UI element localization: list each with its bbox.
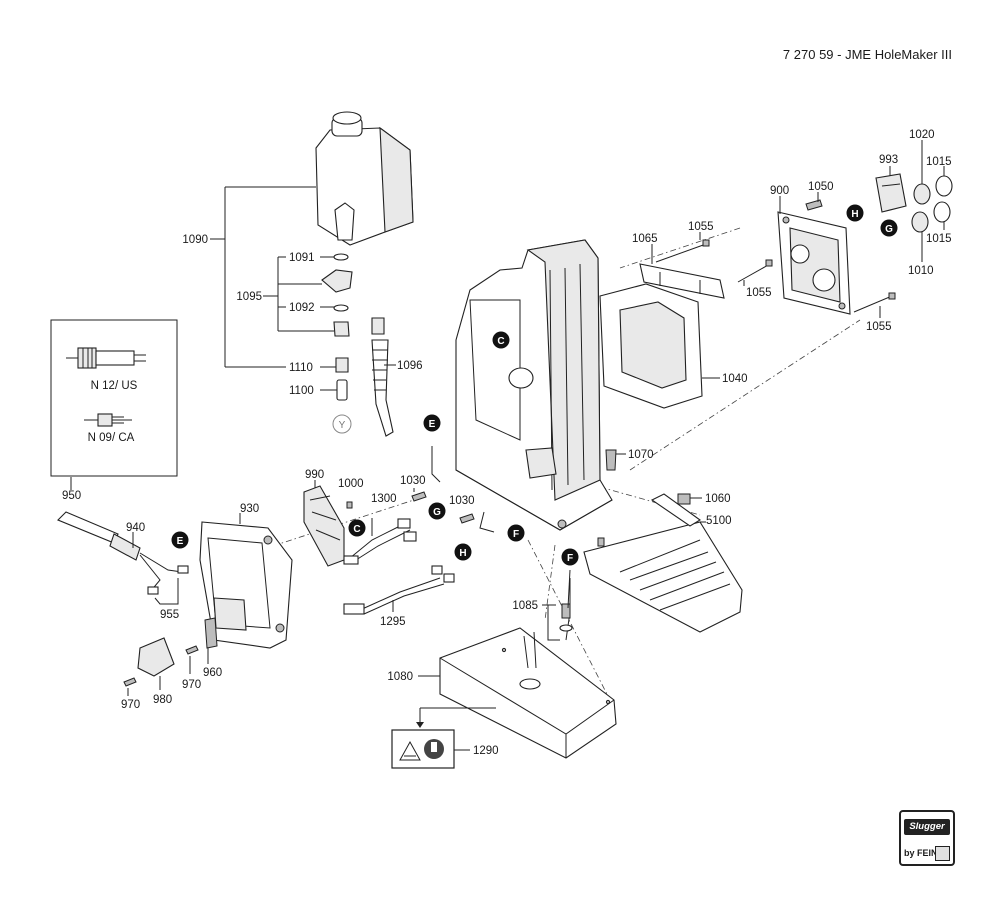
magnet-base	[439, 627, 617, 759]
label-980: 980	[153, 694, 172, 706]
label-1080: 1080	[387, 671, 413, 683]
long-screws-1055	[655, 239, 896, 313]
plug-inset: N 12/ US N 09/ CA	[50, 319, 178, 477]
svg-text:H: H	[851, 209, 858, 220]
magnet-warning-icon	[424, 739, 444, 759]
plug-ca-icon	[84, 413, 132, 427]
wire-harness-1300	[343, 518, 417, 565]
plug-us-label: N 12/ US	[91, 380, 138, 392]
label-1055b: 1055	[746, 287, 772, 299]
svg-text:F: F	[567, 553, 573, 564]
callout-g-switch: G	[880, 219, 898, 237]
svg-text:E: E	[429, 419, 436, 430]
label-970a: 970	[182, 679, 201, 691]
wire-harness-1295	[343, 565, 455, 615]
power-cable	[57, 511, 189, 595]
label-1090: 1090	[182, 234, 208, 246]
callout-c-frame: C	[492, 331, 510, 349]
mounting-bracket	[639, 263, 725, 299]
coolant-hose	[371, 317, 394, 437]
svg-text:H: H	[459, 548, 466, 559]
label-1091: 1091	[289, 252, 315, 264]
label-1055c: 1055	[866, 321, 892, 333]
label-1300: 1300	[371, 493, 397, 505]
main-frame	[455, 239, 613, 531]
callout-h-harness: H	[454, 543, 472, 561]
label-940: 940	[126, 522, 145, 534]
coolant-tank	[315, 111, 414, 246]
plug-us-icon	[66, 347, 146, 369]
callout-h-switch: H	[846, 204, 864, 222]
slugger-fein-logo: Slugger by FEIN	[899, 810, 955, 866]
label-930: 930	[240, 503, 259, 515]
callout-g-harness: G	[428, 502, 446, 520]
label-1040: 1040	[722, 373, 748, 385]
callout-f-base: F	[561, 548, 579, 566]
reference-y: Y	[339, 420, 346, 431]
label-1110: 1110	[289, 362, 313, 374]
screws-1030	[411, 491, 475, 524]
label-5100: 5100	[706, 515, 732, 527]
label-1015a: 1015	[926, 156, 952, 168]
circuit-board	[303, 485, 345, 567]
selector-knobs	[911, 175, 953, 233]
svg-text:F: F	[513, 529, 519, 540]
label-1055a: 1055	[688, 221, 714, 233]
label-1085: 1085	[512, 600, 538, 612]
label-1092: 1092	[289, 302, 315, 314]
label-1010: 1010	[908, 265, 934, 277]
label-970b: 970	[121, 699, 140, 711]
label-955: 955	[160, 609, 179, 621]
callout-f-frame: F	[507, 524, 525, 542]
label-990: 990	[305, 469, 324, 481]
switch-993	[875, 173, 907, 213]
label-1000: 1000	[338, 478, 364, 490]
plug-ca-label: N 09/ CA	[88, 432, 135, 444]
svg-text:C: C	[497, 336, 504, 347]
callout-e-frame: E	[423, 414, 441, 432]
label-1070: 1070	[628, 449, 654, 461]
coolant-fittings: Y	[321, 253, 353, 434]
svg-text:C: C	[353, 524, 360, 535]
logo-brand: Slugger	[904, 819, 950, 835]
label-950: 950	[62, 490, 81, 502]
logo-by-fein: by FEIN	[904, 848, 938, 858]
ground-wire	[559, 578, 573, 641]
svg-text:E: E	[177, 536, 184, 547]
callout-e-cable: E	[171, 531, 189, 549]
label-900: 900	[770, 185, 789, 197]
hot-surface-warning-icon	[399, 740, 421, 761]
callout-c-board: C	[348, 519, 366, 537]
side-guard	[583, 493, 743, 633]
label-1050: 1050	[808, 181, 834, 193]
label-960: 960	[203, 667, 222, 679]
label-1030b: 1030	[449, 495, 475, 507]
label-1020: 1020	[909, 129, 935, 141]
fein-emblem-icon	[935, 846, 950, 861]
label-1295: 1295	[380, 616, 406, 628]
drawing-title: 7 270 59 - JME HoleMaker III	[783, 47, 952, 62]
control-housing	[199, 521, 293, 649]
label-1096: 1096	[397, 360, 423, 372]
label-1290: 1290	[473, 745, 499, 757]
label-1060: 1060	[705, 493, 731, 505]
switch-knob	[137, 637, 175, 677]
svg-text:G: G	[885, 224, 893, 235]
label-1030a: 1030	[400, 475, 426, 487]
frame-cover	[599, 283, 703, 409]
warning-label	[391, 729, 455, 769]
svg-text:G: G	[433, 507, 441, 518]
label-1095: 1095	[236, 291, 262, 303]
label-993: 993	[879, 154, 898, 166]
label-1065: 1065	[632, 233, 658, 245]
label-1015b: 1015	[926, 233, 952, 245]
gear-plate	[777, 211, 851, 315]
label-1100: 1100	[289, 385, 314, 397]
